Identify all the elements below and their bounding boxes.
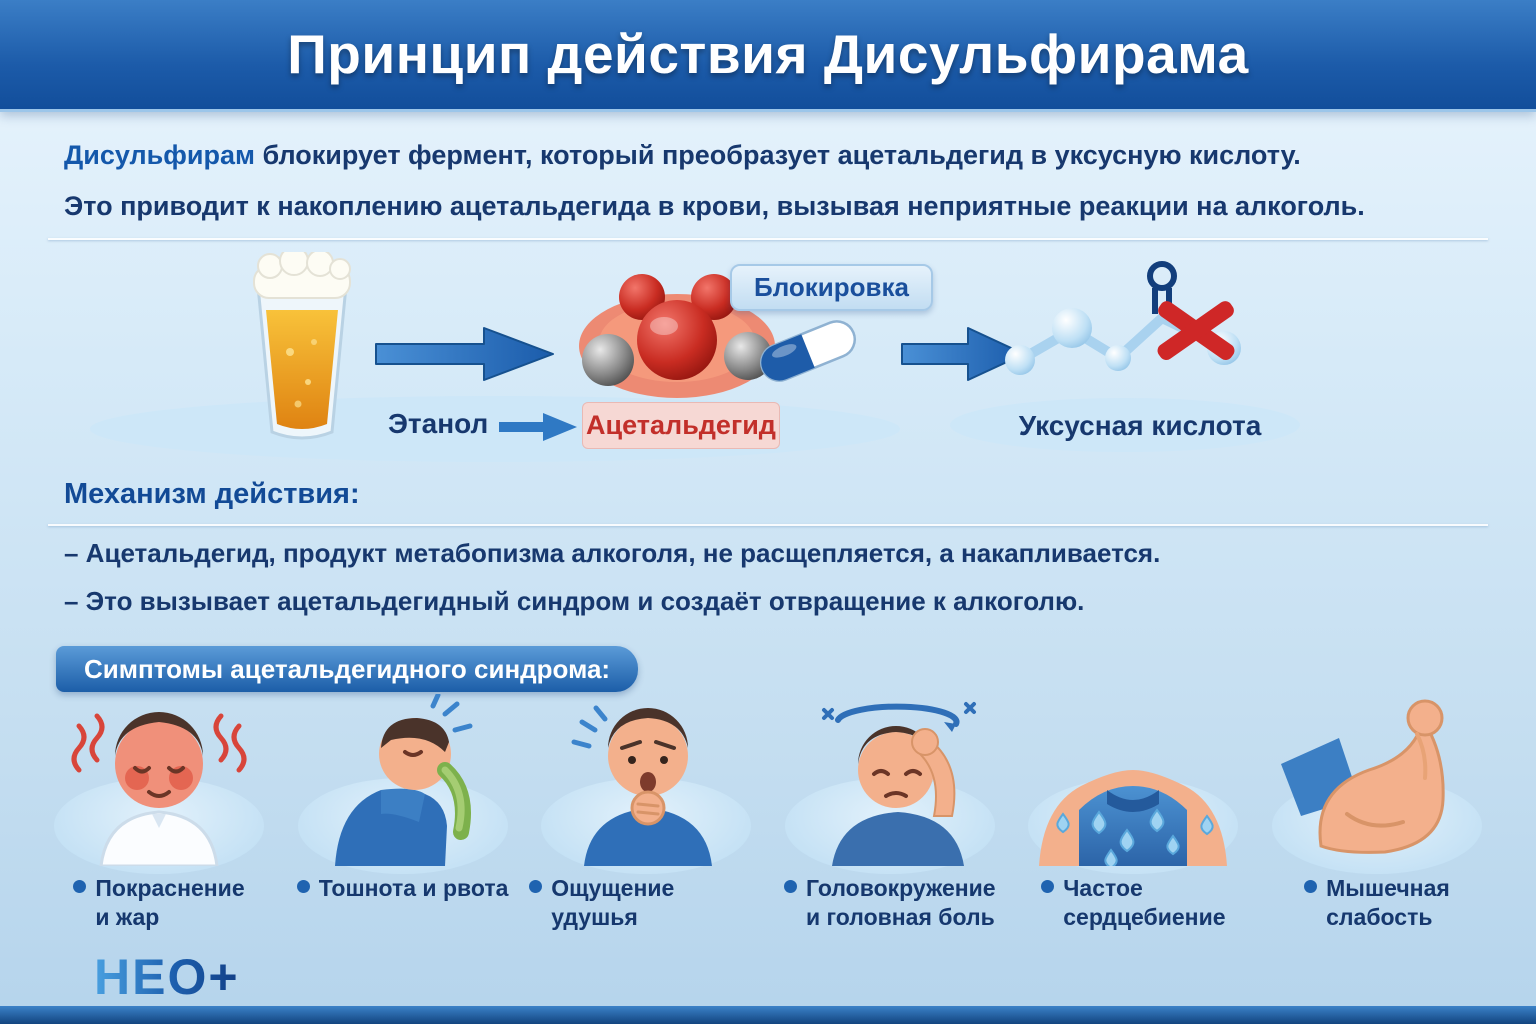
- symptom-label: Покраснение и жар: [95, 875, 245, 930]
- block-label-badge: Блокировка: [730, 264, 933, 311]
- arrow-right-icon: [372, 322, 557, 391]
- flow-diagram: Блокировка: [0, 246, 1536, 478]
- beer-glass-icon: [242, 246, 362, 449]
- water-blob: [950, 398, 1300, 452]
- arrow-right-icon: [497, 410, 581, 449]
- bullet-dot: [1041, 880, 1055, 893]
- symptoms-heading-banner: Симптомы ацетальдегидного синдрома:: [56, 646, 639, 692]
- weakness-illustration: [1267, 694, 1487, 866]
- bullet-text: и создаёт отвращение к алкоголю.: [630, 586, 1085, 616]
- mechanism-heading: Механизм действия:: [64, 478, 360, 510]
- header-banner: Принцип действия Дисульфирама: [0, 0, 1536, 112]
- bullet-bold-text: ацетальдегидный синдром: [277, 586, 631, 616]
- acetaldehyde-molecule-icon: [572, 270, 782, 407]
- symptom-card: Частое сердцебиение: [1016, 694, 1250, 950]
- intro-line-1-rest: блокирует фермент, который преобразует а…: [254, 140, 1301, 170]
- symptoms-row: Покраснение и жар: [0, 692, 1536, 950]
- sweating-illustration: [1023, 694, 1243, 870]
- symptom-label: Тошнота и рвота: [318, 875, 509, 901]
- symptom-label: Мышечная слабость: [1326, 875, 1450, 930]
- blocked-cross-icon: [1157, 301, 1235, 361]
- bullet-dot: [1304, 880, 1318, 893]
- choking-illustration: [536, 694, 756, 866]
- symptom-caption: Тошнота и рвота: [296, 874, 509, 903]
- intro-section: Дисульфирам блокирует фермент, который п…: [64, 140, 1484, 242]
- symptoms-heading: Симптомы ацетальдегидного синдрома:: [84, 653, 611, 684]
- symptom-card: Покраснение и жар: [42, 694, 276, 950]
- symptom-card: Тошнота и рвота: [286, 692, 520, 950]
- intro-line-2: Это приводит к накоплению ацетальдегида …: [64, 191, 1365, 221]
- symptom-caption: Частое сердцебиение: [1041, 874, 1226, 932]
- page-title: Принцип действия Дисульфирама: [287, 23, 1249, 85]
- symptom-caption: Головокружение и головная боль: [784, 874, 996, 932]
- symptom-caption: Ощущение удушья: [529, 874, 763, 932]
- nausea-illustration: [293, 692, 513, 866]
- section-divider: [48, 238, 1488, 240]
- symptom-label: Ощущение удушья: [551, 875, 675, 930]
- flushing-illustration: [49, 694, 269, 868]
- mechanism-divider: [48, 524, 1488, 526]
- bullet-dot: [529, 880, 543, 893]
- intro-line-1: Дисульфирам блокирует фермент, который п…: [64, 140, 1484, 171]
- acetic-acid-molecule-icon: [992, 254, 1272, 409]
- arrow-right-icon: [898, 322, 1028, 391]
- bottom-bar: [0, 1006, 1536, 1024]
- bullet-dot: [73, 880, 87, 893]
- dizziness-illustration: [780, 694, 1000, 866]
- symptom-card: Головокружение и головная боль: [773, 694, 1007, 950]
- disulfiram-capsule-icon: [754, 320, 862, 387]
- brand-logo: НЕО+: [94, 949, 240, 1005]
- symptom-label: Головокружение и головная боль: [806, 875, 996, 930]
- symptom-card: Мышечная слабость: [1260, 694, 1494, 950]
- mechanism-bullet: – Ацетальдегид, продукт метабопизма алко…: [64, 538, 1161, 568]
- symptom-caption: Покраснение и жар: [73, 874, 245, 932]
- symptom-card: Ощущение удушья: [529, 694, 763, 950]
- symptom-label: Частое сердцебиение: [1063, 875, 1226, 930]
- mechanism-bullet: – Это вызывает ацетальдегидный синдром и…: [64, 586, 1464, 617]
- bullet-dot: [784, 880, 797, 893]
- ethanol-label: Этанол: [388, 408, 489, 439]
- acetaldehyde-label: Ацетальдегид: [582, 402, 780, 449]
- bullet-dot: [296, 880, 310, 893]
- symptom-caption: Мышечная слабость: [1304, 874, 1450, 932]
- bullet-text: – Это вызывает: [64, 586, 278, 616]
- drug-name: Дисульфирам: [64, 140, 255, 170]
- block-label: Блокировка: [754, 272, 909, 302]
- acetic-acid-label: Уксусная кислота: [1018, 410, 1262, 441]
